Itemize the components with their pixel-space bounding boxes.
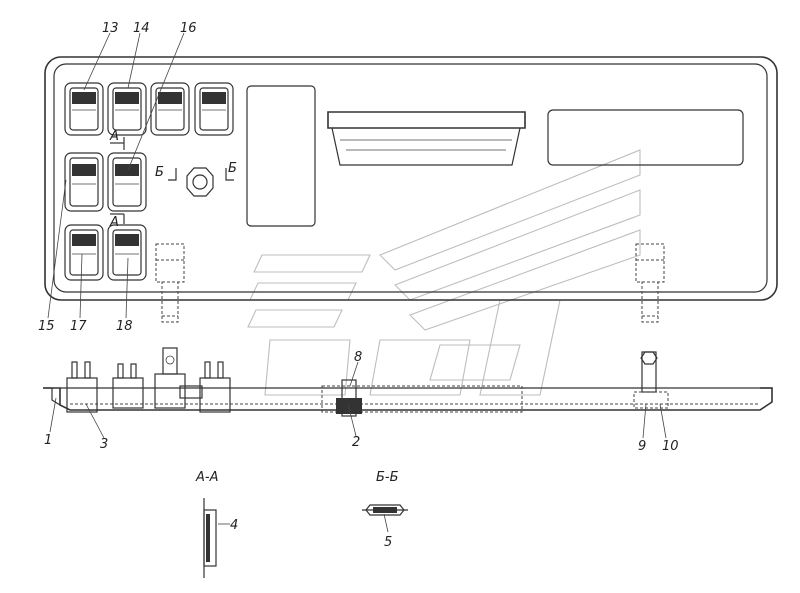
callout-5: 5 — [384, 535, 392, 550]
section-view-bb: Б-Б — [362, 470, 408, 516]
section-mark-b-left: Б — [155, 165, 164, 180]
section-title-aa: А-А — [195, 470, 218, 485]
callout-13: 13 — [102, 21, 119, 36]
callout-16: 16 — [180, 21, 197, 36]
callout-labels: 13 14 16 15 17 18 8 1 3 2 9 10 4 5 — [38, 21, 679, 550]
connector-3rd — [154, 347, 186, 409]
rocker-switch-17 — [64, 224, 104, 281]
rocker-switch-16 — [107, 152, 147, 212]
rocker-switch-14 — [107, 82, 147, 136]
callout-4: 4 — [230, 518, 238, 533]
rocker-switch-18 — [107, 224, 147, 281]
side-view — [43, 347, 773, 417]
callout-17: 17 — [70, 319, 87, 334]
callout-3: 3 — [100, 437, 108, 452]
connector-4th — [179, 361, 231, 413]
rocker-switch-15 — [64, 152, 104, 212]
leader-lines — [47, 32, 667, 533]
central-nut: Б Б — [155, 161, 237, 197]
connector-3 — [66, 361, 98, 413]
rocker-switch-row1-4 — [194, 82, 234, 136]
section-view-aa: А-А — [195, 470, 218, 578]
clip-right — [635, 243, 665, 323]
right-window — [547, 109, 744, 166]
rocker-switch-13 — [64, 82, 104, 136]
clip-left — [155, 243, 185, 323]
callout-9: 9 — [638, 439, 646, 454]
panel-outline — [44, 56, 778, 301]
centre-boss — [321, 379, 523, 417]
callout-10: 10 — [662, 439, 679, 454]
section-mark-a-upper: А — [109, 129, 119, 144]
callout-1: 1 — [44, 433, 52, 448]
side-clip-right — [633, 351, 669, 409]
display-slot — [327, 111, 526, 166]
switch-block — [64, 82, 234, 281]
section-title-bb: Б-Б — [376, 470, 399, 485]
section-cut-a: А А — [109, 129, 125, 230]
callout-15: 15 — [38, 319, 55, 334]
rocker-switch-row1-3 — [150, 82, 190, 136]
callout-2: 2 — [352, 435, 360, 450]
watermark-logo — [247, 149, 641, 396]
tall-window — [246, 85, 316, 227]
callout-18: 18 — [116, 319, 133, 334]
callout-14: 14 — [133, 21, 150, 36]
callout-8: 8 — [354, 350, 362, 365]
section-mark-b-right: Б — [228, 161, 237, 176]
section-mark-a-lower: А — [109, 215, 119, 230]
connector-2nd — [112, 363, 144, 409]
